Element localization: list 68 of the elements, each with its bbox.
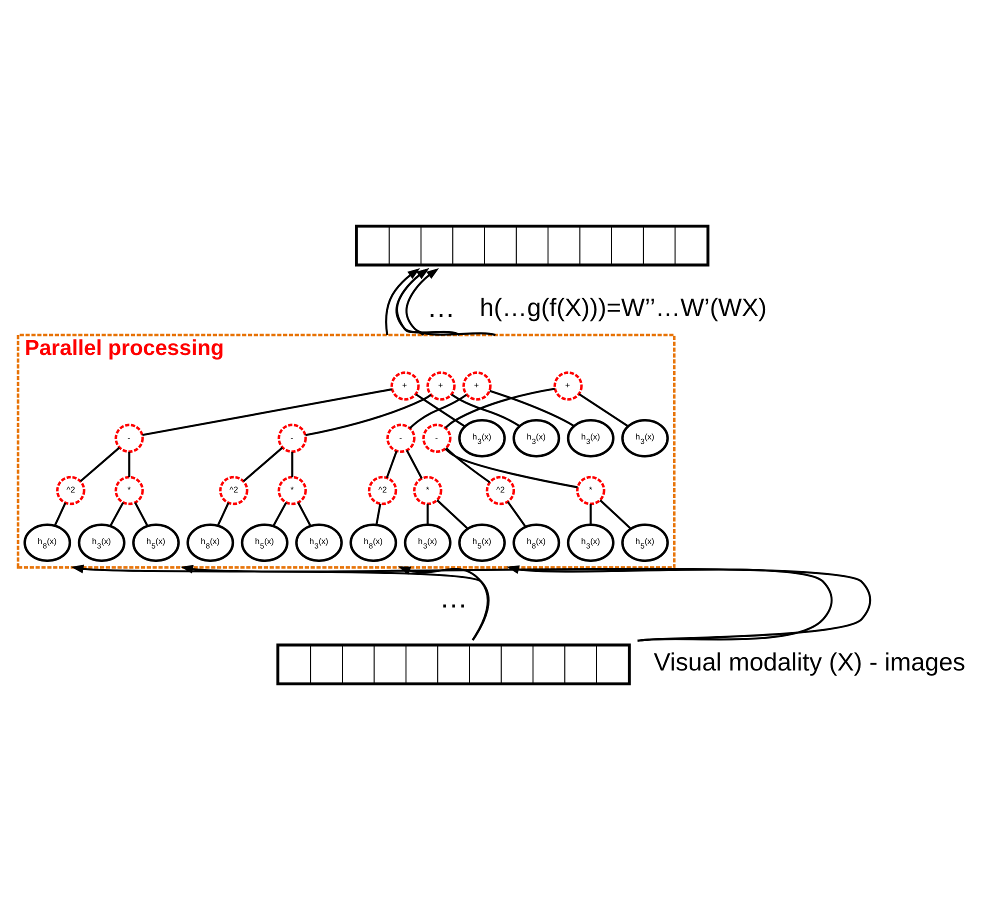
connector <box>451 393 520 426</box>
node-label: Visual modality (X) - images <box>654 648 966 676</box>
node-ellipse: h$_{5}$(x) <box>132 523 180 562</box>
label: h(…g(f(X)))=W’’…W’(WX) <box>480 293 767 322</box>
connector <box>409 393 467 428</box>
node-ellipse: h$_{8}$(x) <box>23 523 72 562</box>
connector <box>142 388 392 436</box>
node-ellipse: h$_{3}$(x) <box>458 418 506 457</box>
node-circle: + <box>426 370 456 400</box>
node-ellipse: h$_{3}$(x) <box>295 523 343 562</box>
node-ellipse: h$_{3}$(x) <box>621 418 669 457</box>
node-circle: ^2 <box>368 475 398 505</box>
connector <box>415 392 466 427</box>
arrow <box>385 268 420 335</box>
connector <box>445 446 490 483</box>
node-ellipse: h$_{3}$(x) <box>512 418 560 457</box>
connector <box>590 504 592 524</box>
node-ellipse: h$_{5}$(x) <box>240 523 288 562</box>
connector <box>305 394 432 436</box>
node-ellipse: h$_{5}$(x) <box>458 523 506 562</box>
node-circle: - <box>422 423 452 452</box>
node-circle: + <box>462 370 492 400</box>
node-ellipse: h$_{8}$(x) <box>512 523 560 562</box>
node-ellipse: h$_{8}$(x) <box>350 523 398 562</box>
connector <box>444 387 555 428</box>
connector <box>507 500 526 527</box>
connector <box>272 502 288 526</box>
node-circle: * <box>114 475 144 505</box>
node-ellipse: h$_{5}$(x) <box>621 523 669 562</box>
node-ellipse: h$_{3}$(x) <box>78 523 126 562</box>
connector <box>242 446 283 482</box>
connector <box>444 448 578 488</box>
node-circle: * <box>576 475 606 505</box>
connector <box>578 392 629 427</box>
node-circle: - <box>278 423 307 452</box>
connector <box>128 451 130 477</box>
connector <box>109 502 124 526</box>
connector <box>216 502 230 526</box>
node-circle: ^2 <box>219 475 248 505</box>
label: … <box>439 582 468 614</box>
connector <box>386 450 398 478</box>
connector <box>406 449 423 478</box>
connector <box>134 502 148 526</box>
connector <box>489 389 575 426</box>
connector <box>54 502 66 526</box>
node-ellipse: h$_{3}$(x) <box>566 523 615 562</box>
connector <box>291 451 294 477</box>
node-circle: + <box>390 370 420 400</box>
node-ellipse: h$_{3}$(x) <box>404 523 452 562</box>
node-circle: * <box>413 475 442 505</box>
connector <box>599 498 632 529</box>
node-circle: * <box>278 475 307 505</box>
node-circle: - <box>386 423 416 452</box>
node-circle: - <box>114 423 144 452</box>
arrow <box>396 268 430 336</box>
arrow <box>405 268 496 336</box>
node-circle: + <box>554 370 583 400</box>
connector <box>297 502 312 526</box>
node-ellipse: h$_{8}$(x) <box>186 523 234 562</box>
connector <box>375 503 382 524</box>
node-circle: ^2 <box>486 475 516 505</box>
label: … <box>426 291 456 324</box>
arrow <box>395 268 460 336</box>
connector <box>436 498 468 529</box>
node-circle: ^2 <box>56 475 86 505</box>
node-ellipse: h$_{3}$(x) <box>566 418 615 457</box>
connector <box>80 446 120 482</box>
connector <box>426 504 429 524</box>
